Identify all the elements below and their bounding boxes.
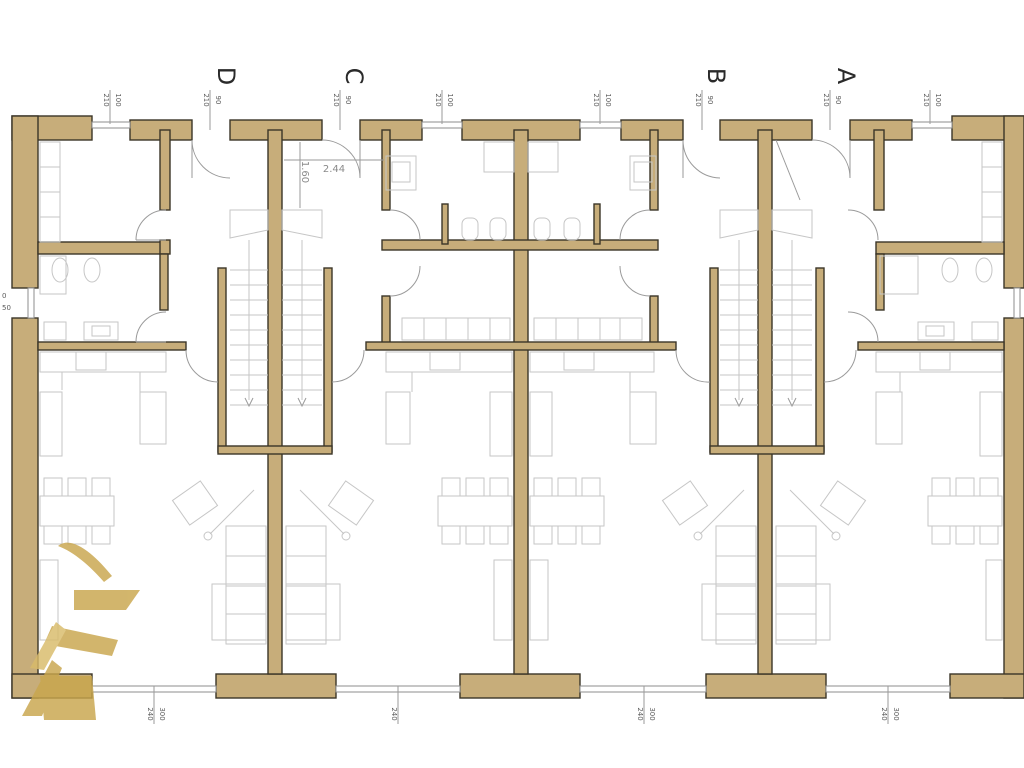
dim-label: 100: [446, 93, 454, 106]
dim-label: 100: [604, 93, 612, 106]
dining-tables: [39, 477, 1003, 545]
dim-label: 300: [892, 707, 900, 720]
dim-label: 210: [922, 93, 930, 106]
kitchens: [39, 351, 1003, 457]
dim-label: 240: [636, 707, 644, 720]
side-dim-label: 0: [2, 292, 6, 300]
stairs: [229, 209, 813, 408]
dim-label: 210: [592, 93, 600, 106]
walls: [11, 115, 1024, 699]
dim-label: 100: [934, 93, 942, 106]
dim-label: 210: [332, 93, 340, 106]
door-swings: [135, 139, 879, 383]
bottom-dimensions: 300 240 240 300 240 300 240: [146, 686, 900, 724]
dim-label: 210: [822, 93, 830, 106]
dim-height-label: 1.60: [299, 161, 310, 183]
unit-label-b: B: [702, 68, 730, 84]
dim-label: 240: [880, 707, 888, 720]
dim-label: 90: [706, 96, 714, 105]
bathroom-fixtures: [39, 141, 1003, 341]
logo: [22, 542, 140, 720]
dim-label: 210: [102, 93, 110, 106]
unit-label-a: A: [832, 68, 860, 85]
dim-label: 210: [434, 93, 442, 106]
unit-label-c: C: [340, 68, 368, 85]
dim-label: 210: [202, 93, 210, 106]
dim-width-label: 2.44: [323, 164, 345, 175]
dim-label: 300: [648, 707, 656, 720]
dim-label: 90: [214, 96, 222, 105]
dim-label: 100: [114, 93, 122, 106]
living-areas: [39, 480, 1003, 645]
dim-label: 300: [158, 707, 166, 720]
unit-labels: D C B A: [212, 67, 860, 85]
unit-label-d: D: [212, 67, 240, 85]
dim-label: 90: [344, 96, 352, 105]
dim-label: 90: [834, 96, 842, 105]
dim-label: 210: [694, 93, 702, 106]
side-dim-label: 50: [2, 304, 11, 312]
top-dimensions: 100 210 90 210 90 210 100 210 100 210 90…: [102, 90, 942, 130]
dim-label: 240: [146, 707, 154, 720]
dim-label: 240: [390, 707, 398, 720]
interior-dimensions: 2.44 1.60 0 50: [2, 142, 384, 312]
